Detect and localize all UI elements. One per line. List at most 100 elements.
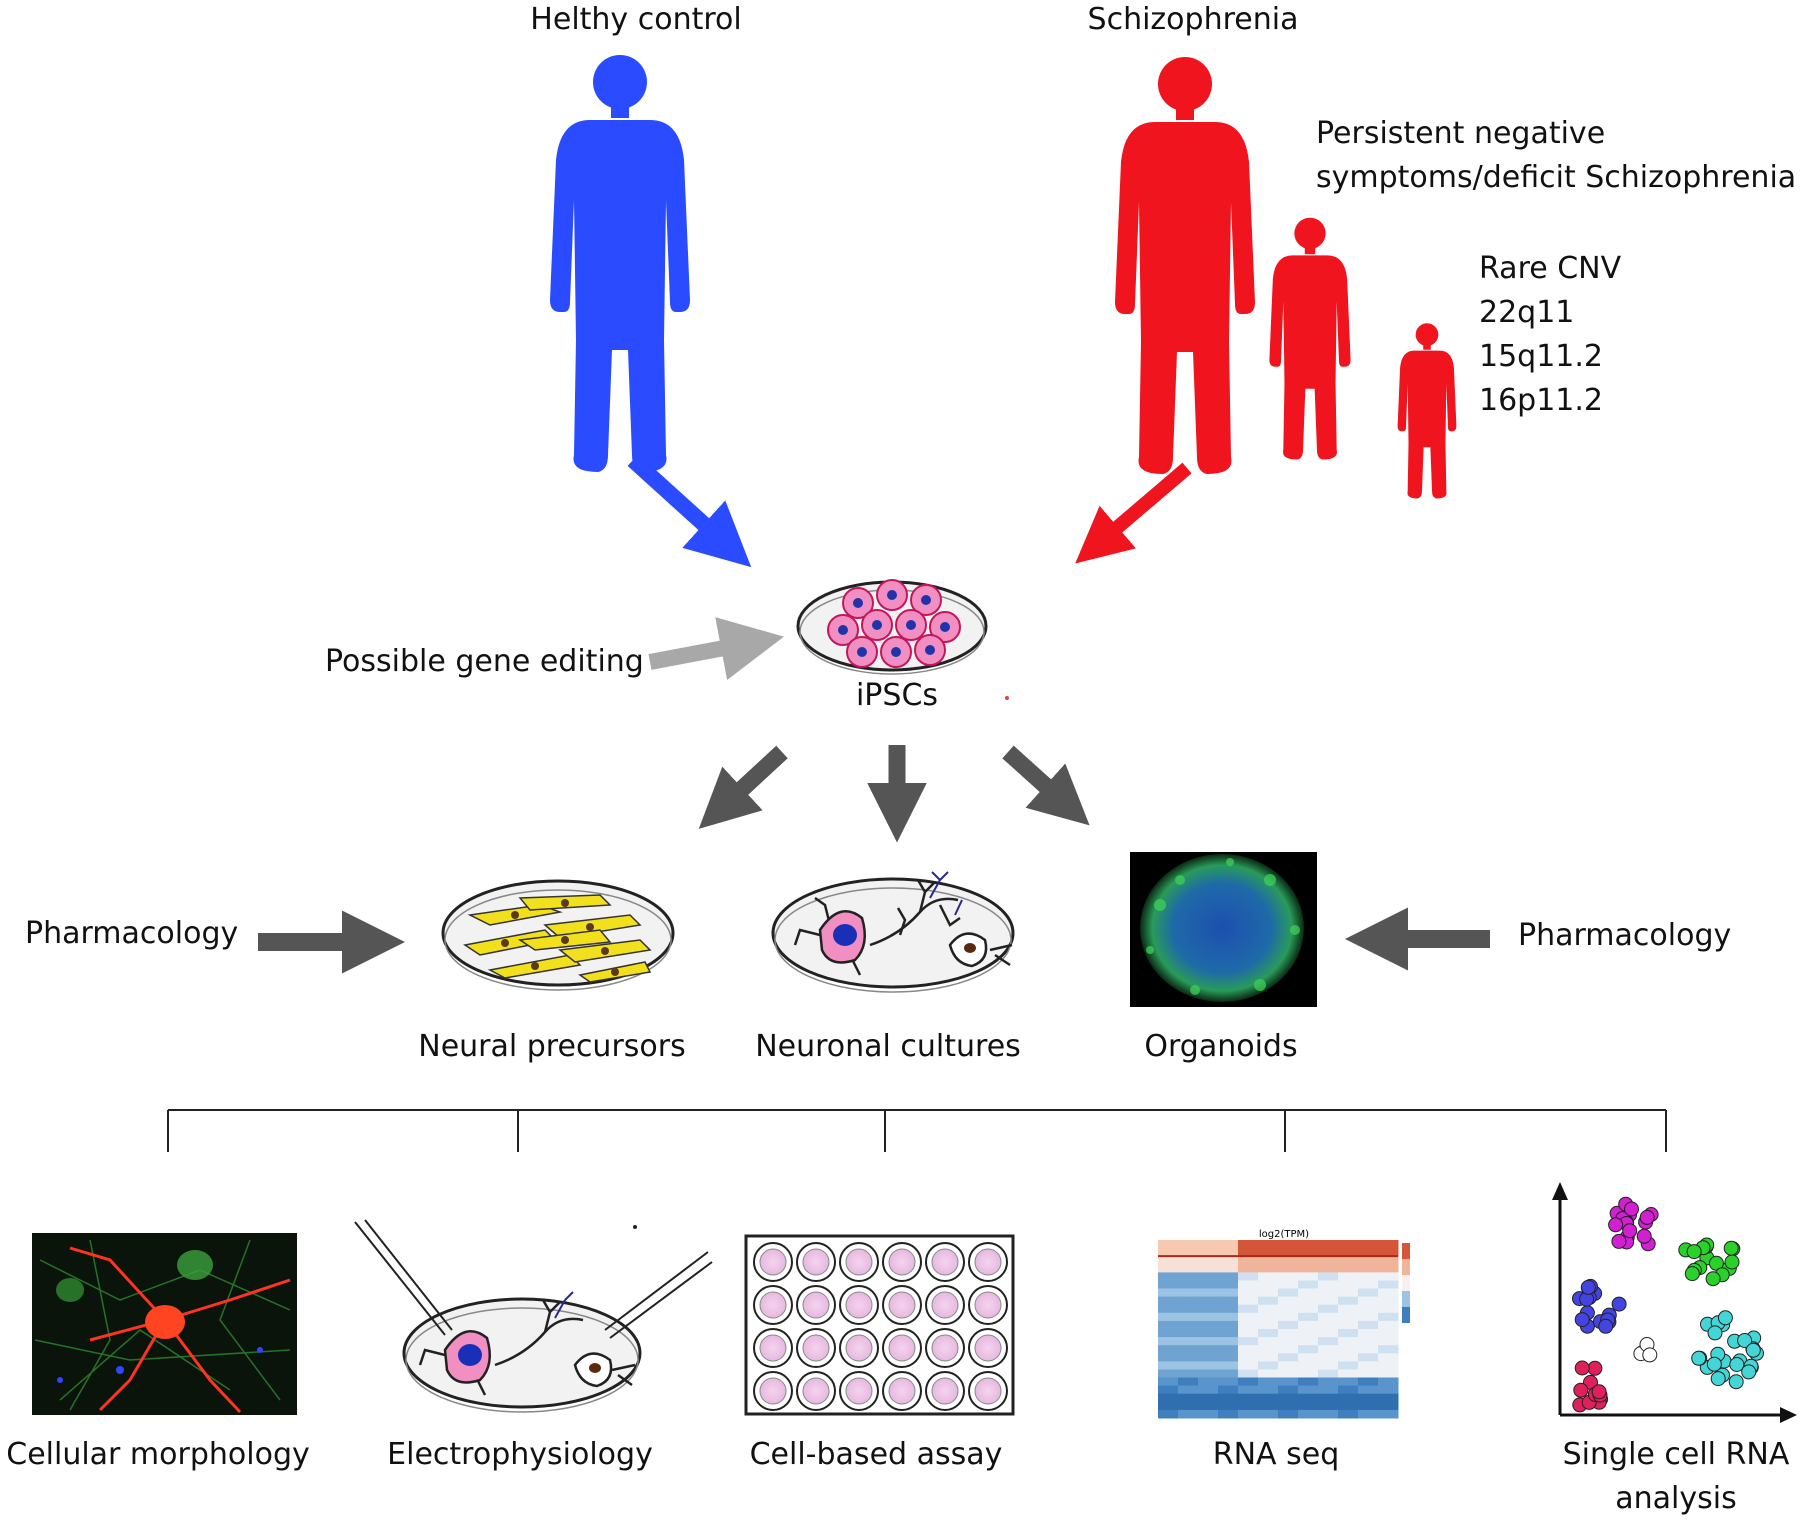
heatmap-cell xyxy=(1258,1256,1279,1265)
heatmap-cell xyxy=(1318,1288,1339,1298)
heatmap-cell xyxy=(1378,1401,1399,1411)
heatmap-cell xyxy=(1378,1361,1399,1370)
plate-well-fill xyxy=(802,1248,830,1276)
heatmap-cell xyxy=(1238,1312,1259,1322)
organoid-image xyxy=(1130,852,1317,1007)
heatmap-cell xyxy=(1218,1312,1239,1322)
heatmap-cell xyxy=(1278,1272,1299,1281)
heatmap-cell xyxy=(1198,1240,1219,1249)
heatmap-cell xyxy=(1318,1401,1339,1411)
heatmap-cell xyxy=(1278,1337,1299,1346)
heatmap-cell xyxy=(1318,1256,1339,1265)
heatmap-cell xyxy=(1218,1272,1239,1281)
tsne-point xyxy=(1591,1384,1607,1400)
heatmap-cell xyxy=(1218,1240,1239,1249)
heatmap-cell xyxy=(1158,1312,1179,1322)
heatmap-cell xyxy=(1338,1377,1359,1387)
ipsc-to-precursors-arrow xyxy=(698,745,788,829)
heatmap-cell xyxy=(1238,1304,1259,1314)
heatmap-cell xyxy=(1338,1272,1359,1281)
heatmap-cell xyxy=(1178,1401,1199,1411)
tsne-point xyxy=(1574,1360,1590,1376)
heatmap-cell xyxy=(1278,1288,1299,1298)
heatmap-cell xyxy=(1338,1401,1359,1411)
heatmap-cell xyxy=(1378,1345,1399,1354)
heatmap-cell xyxy=(1338,1320,1359,1330)
heatmap-cell xyxy=(1298,1288,1319,1298)
heatmap-cell xyxy=(1358,1312,1379,1322)
heatmap-cell xyxy=(1158,1296,1179,1306)
heatmap-cell xyxy=(1198,1288,1219,1298)
heatmap-cell xyxy=(1238,1361,1259,1370)
heatmap-cell xyxy=(1258,1393,1279,1403)
heatmap-cell xyxy=(1218,1369,1239,1379)
heatmap-cell xyxy=(1238,1320,1259,1330)
heatmap-cell xyxy=(1298,1264,1319,1273)
heatmap-cell xyxy=(1358,1377,1379,1387)
tsne-point xyxy=(1745,1342,1761,1358)
schizophrenia-label: Schizophrenia xyxy=(1087,2,1299,37)
single-cell-rna-label: Single cell RNA xyxy=(1562,1437,1790,1472)
heatmap-cell xyxy=(1338,1296,1359,1306)
heatmap-cell xyxy=(1378,1337,1399,1346)
heatmap-cell xyxy=(1178,1369,1199,1379)
heatmap-cell xyxy=(1278,1353,1299,1362)
heatmap-cell xyxy=(1158,1280,1179,1290)
heatmap-cell xyxy=(1158,1353,1179,1362)
heatmap-cell xyxy=(1258,1361,1279,1370)
heatmap-cell xyxy=(1238,1288,1259,1298)
heatmap-cell xyxy=(1238,1240,1259,1249)
heatmap-cell xyxy=(1258,1280,1279,1290)
heatmap-cell xyxy=(1178,1272,1199,1281)
heatmap-cell xyxy=(1278,1377,1299,1387)
organoids-label: Organoids xyxy=(1144,1029,1298,1064)
heatmap-cell xyxy=(1158,1393,1179,1403)
heatmap-cell xyxy=(1298,1409,1319,1419)
heatmap-cell xyxy=(1178,1345,1199,1354)
heatmap-cell xyxy=(1338,1288,1359,1298)
heatmap-cell xyxy=(1278,1361,1299,1370)
heatmap-cell xyxy=(1278,1345,1299,1354)
heatmap-cell xyxy=(1258,1385,1279,1395)
heatmap-cell xyxy=(1298,1280,1319,1290)
heatmap-cell xyxy=(1158,1256,1179,1265)
heatmap-cell xyxy=(1198,1256,1219,1265)
heatmap-cell xyxy=(1198,1393,1219,1403)
heatmap-cell xyxy=(1198,1248,1219,1257)
cell-based-assay-label: Cell-based assay xyxy=(749,1437,1003,1472)
heatmap-cell xyxy=(1378,1264,1399,1273)
plate-well-fill xyxy=(759,1291,787,1319)
heatmap-cell xyxy=(1278,1409,1299,1419)
tsne-point xyxy=(1686,1244,1702,1260)
heatmap-cell xyxy=(1318,1337,1339,1346)
heatmap-cell xyxy=(1198,1329,1219,1338)
heatmap-cell xyxy=(1378,1393,1399,1403)
schizophrenia-figure-large xyxy=(1115,57,1255,474)
heatmap-cell xyxy=(1278,1320,1299,1330)
heatmap-cell xyxy=(1298,1369,1319,1379)
heatmap-cell xyxy=(1318,1361,1339,1370)
heatmap-cell xyxy=(1258,1296,1279,1306)
heatmap-cell xyxy=(1318,1280,1339,1290)
heatmap-cell xyxy=(1218,1256,1239,1265)
heatmap-cell xyxy=(1338,1256,1359,1265)
heatmap-cell xyxy=(1278,1256,1299,1265)
heatmap-cell xyxy=(1318,1377,1339,1387)
heatmap-cell xyxy=(1158,1377,1179,1387)
heatmap-cell xyxy=(1358,1393,1379,1403)
heatmap-cell xyxy=(1378,1296,1399,1306)
heatmap-cell xyxy=(1158,1288,1179,1298)
heatmap-cell xyxy=(1158,1240,1179,1249)
plate-well-fill xyxy=(845,1291,873,1319)
heatmap-cell xyxy=(1258,1272,1279,1281)
tsne-point xyxy=(1723,1240,1739,1256)
heatmap-cell xyxy=(1338,1312,1359,1322)
heatmap-cell xyxy=(1238,1337,1259,1346)
heatmap-cell xyxy=(1298,1304,1319,1314)
heatmap-cell xyxy=(1198,1304,1219,1314)
tsne-point xyxy=(1611,1296,1627,1312)
heatmap-cell xyxy=(1298,1353,1319,1362)
heatmap-cell xyxy=(1178,1320,1199,1330)
heatmap-cell xyxy=(1198,1353,1219,1362)
heatmap-cell xyxy=(1258,1337,1279,1346)
